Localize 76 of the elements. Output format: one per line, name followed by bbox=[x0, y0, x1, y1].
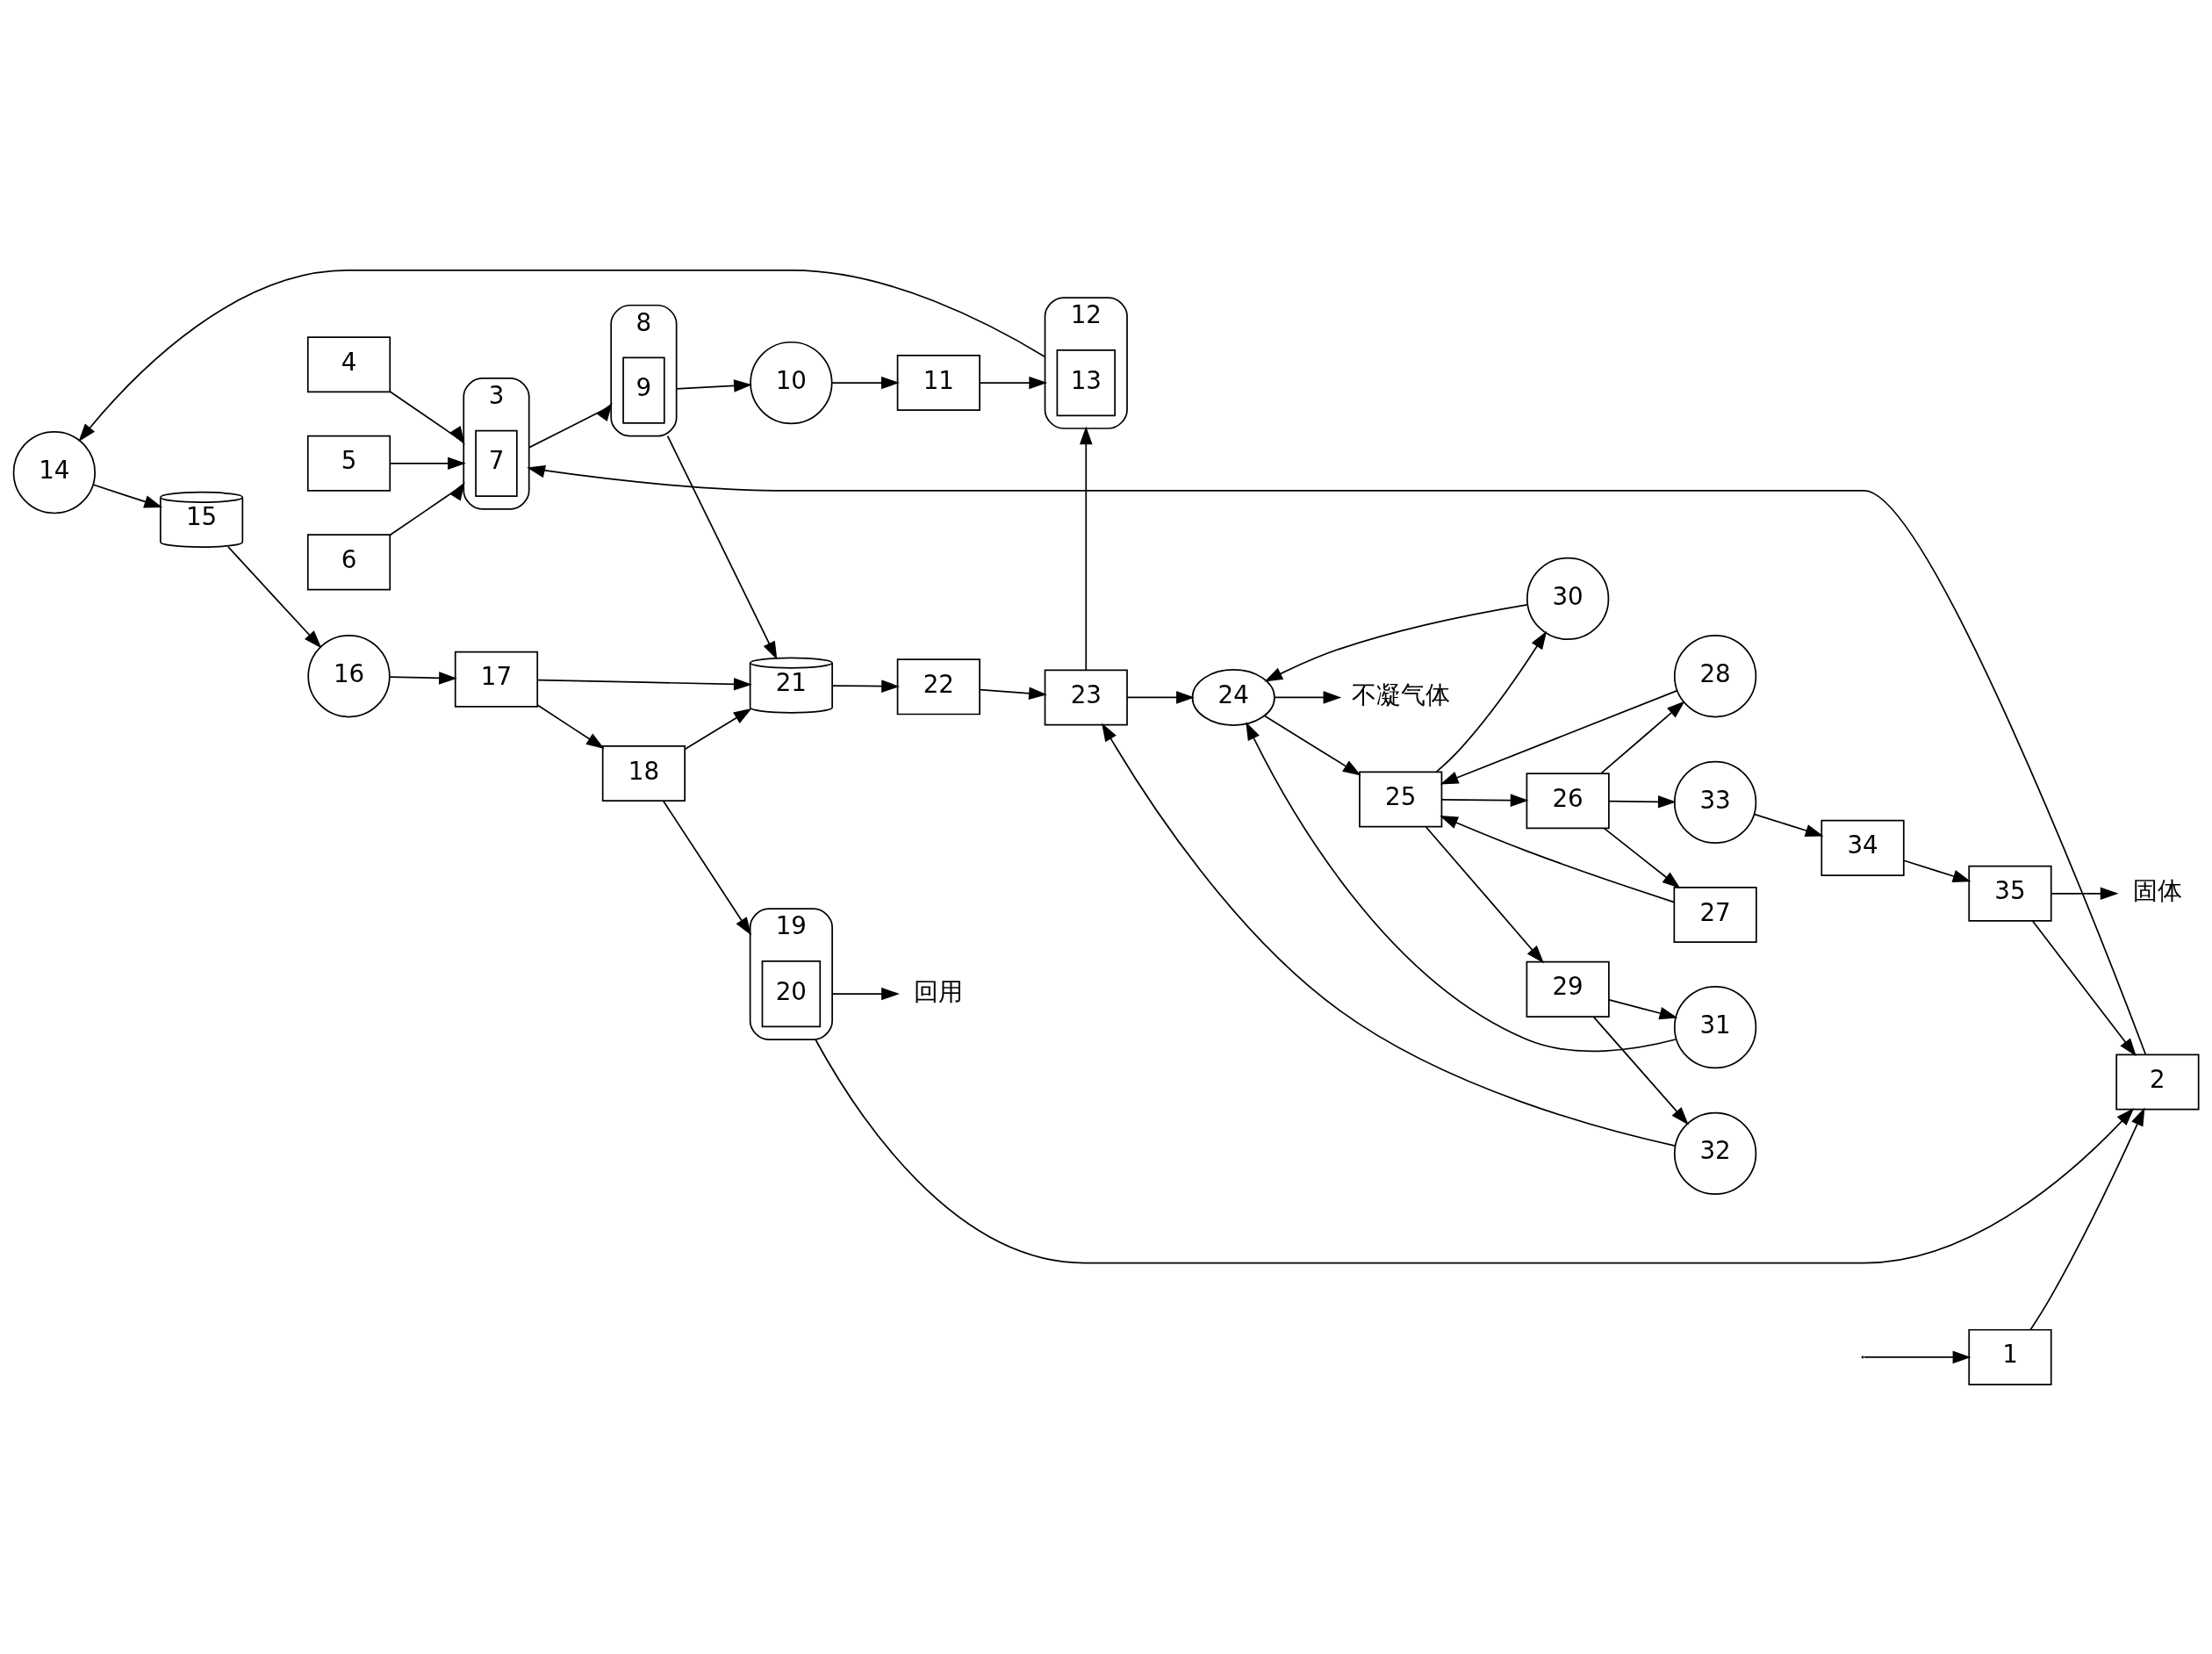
arrow bbox=[536, 677, 752, 691]
arrow bbox=[1425, 825, 1544, 963]
arrow bbox=[1263, 715, 1361, 776]
arrow bbox=[389, 390, 465, 445]
arrow bbox=[1754, 813, 1824, 837]
node-box: 25 bbox=[1359, 770, 1443, 827]
node-box: 18 bbox=[601, 744, 686, 802]
node-box: 11 bbox=[896, 354, 980, 411]
node-box: 27 bbox=[1673, 886, 1757, 943]
arrow bbox=[78, 269, 1046, 442]
arrow bbox=[675, 378, 752, 392]
arrow bbox=[1126, 690, 1195, 704]
node-circle: 33 bbox=[1673, 760, 1757, 844]
arrow bbox=[2031, 919, 2137, 1056]
arrow bbox=[1608, 998, 1678, 1019]
node-box: 35 bbox=[1968, 865, 2052, 922]
node-text: 固体 bbox=[2132, 875, 2182, 905]
node-circle: 14 bbox=[12, 430, 96, 514]
node-circle: 31 bbox=[1673, 985, 1757, 1068]
arrow bbox=[1608, 795, 1677, 809]
arrow bbox=[1274, 690, 1342, 704]
arrow bbox=[528, 402, 613, 449]
arrow bbox=[389, 671, 457, 685]
node-box: 17 bbox=[454, 651, 539, 708]
arrow bbox=[979, 687, 1047, 700]
arrow bbox=[662, 799, 752, 936]
node-box: 7 bbox=[475, 429, 518, 497]
arrow bbox=[92, 483, 163, 507]
arrow bbox=[1592, 1016, 1689, 1125]
node-circle: 32 bbox=[1673, 1111, 1757, 1195]
node-box: 22 bbox=[896, 658, 980, 715]
arrow bbox=[979, 376, 1048, 389]
arrow bbox=[2050, 887, 2119, 900]
arrow bbox=[1102, 723, 1677, 1147]
node-ellipse: 24 bbox=[1191, 668, 1275, 726]
arrow bbox=[684, 708, 752, 750]
node-box: 34 bbox=[1821, 819, 1905, 876]
arrow bbox=[831, 987, 900, 1000]
node-box: 23 bbox=[1044, 668, 1128, 725]
node-box: 4 bbox=[306, 335, 391, 392]
arrow bbox=[1080, 425, 1093, 671]
arrow bbox=[831, 376, 900, 389]
arrow bbox=[1600, 701, 1685, 774]
arrow bbox=[815, 1038, 2135, 1263]
arrow bbox=[831, 679, 900, 693]
arrow bbox=[389, 457, 466, 470]
arrow bbox=[227, 545, 322, 648]
node-box: 5 bbox=[306, 435, 391, 492]
node-box: 6 bbox=[306, 533, 391, 590]
node-circle: 10 bbox=[750, 341, 833, 424]
node-circle: 16 bbox=[307, 634, 391, 717]
node-box: 20 bbox=[761, 960, 822, 1027]
node-text: 不凝气体 bbox=[1351, 680, 1450, 709]
arrow bbox=[1264, 603, 1528, 682]
arrow bbox=[1440, 815, 1676, 903]
node-box: 13 bbox=[1056, 349, 1117, 416]
arrow bbox=[2029, 1107, 2145, 1331]
node-box: 9 bbox=[622, 356, 665, 424]
node-text: 回用 bbox=[914, 976, 964, 1006]
arrow bbox=[389, 481, 465, 536]
arrow bbox=[1435, 630, 1548, 773]
arrow bbox=[1440, 689, 1678, 784]
arrow bbox=[527, 464, 2147, 1055]
node-box: 2 bbox=[2115, 1054, 2200, 1111]
arrow bbox=[536, 703, 605, 749]
arrow bbox=[1864, 1350, 1971, 1363]
arrow bbox=[1246, 721, 1677, 1052]
node-box: 26 bbox=[1526, 772, 1610, 829]
node-circle: 28 bbox=[1673, 634, 1757, 717]
node-box: 1 bbox=[1968, 1328, 2052, 1385]
arrow bbox=[1903, 859, 1971, 882]
arrow bbox=[1603, 827, 1681, 888]
arrow bbox=[1440, 793, 1529, 807]
node-circle: 30 bbox=[1526, 557, 1610, 640]
node-box: 29 bbox=[1526, 960, 1610, 1018]
arrow bbox=[666, 435, 778, 660]
